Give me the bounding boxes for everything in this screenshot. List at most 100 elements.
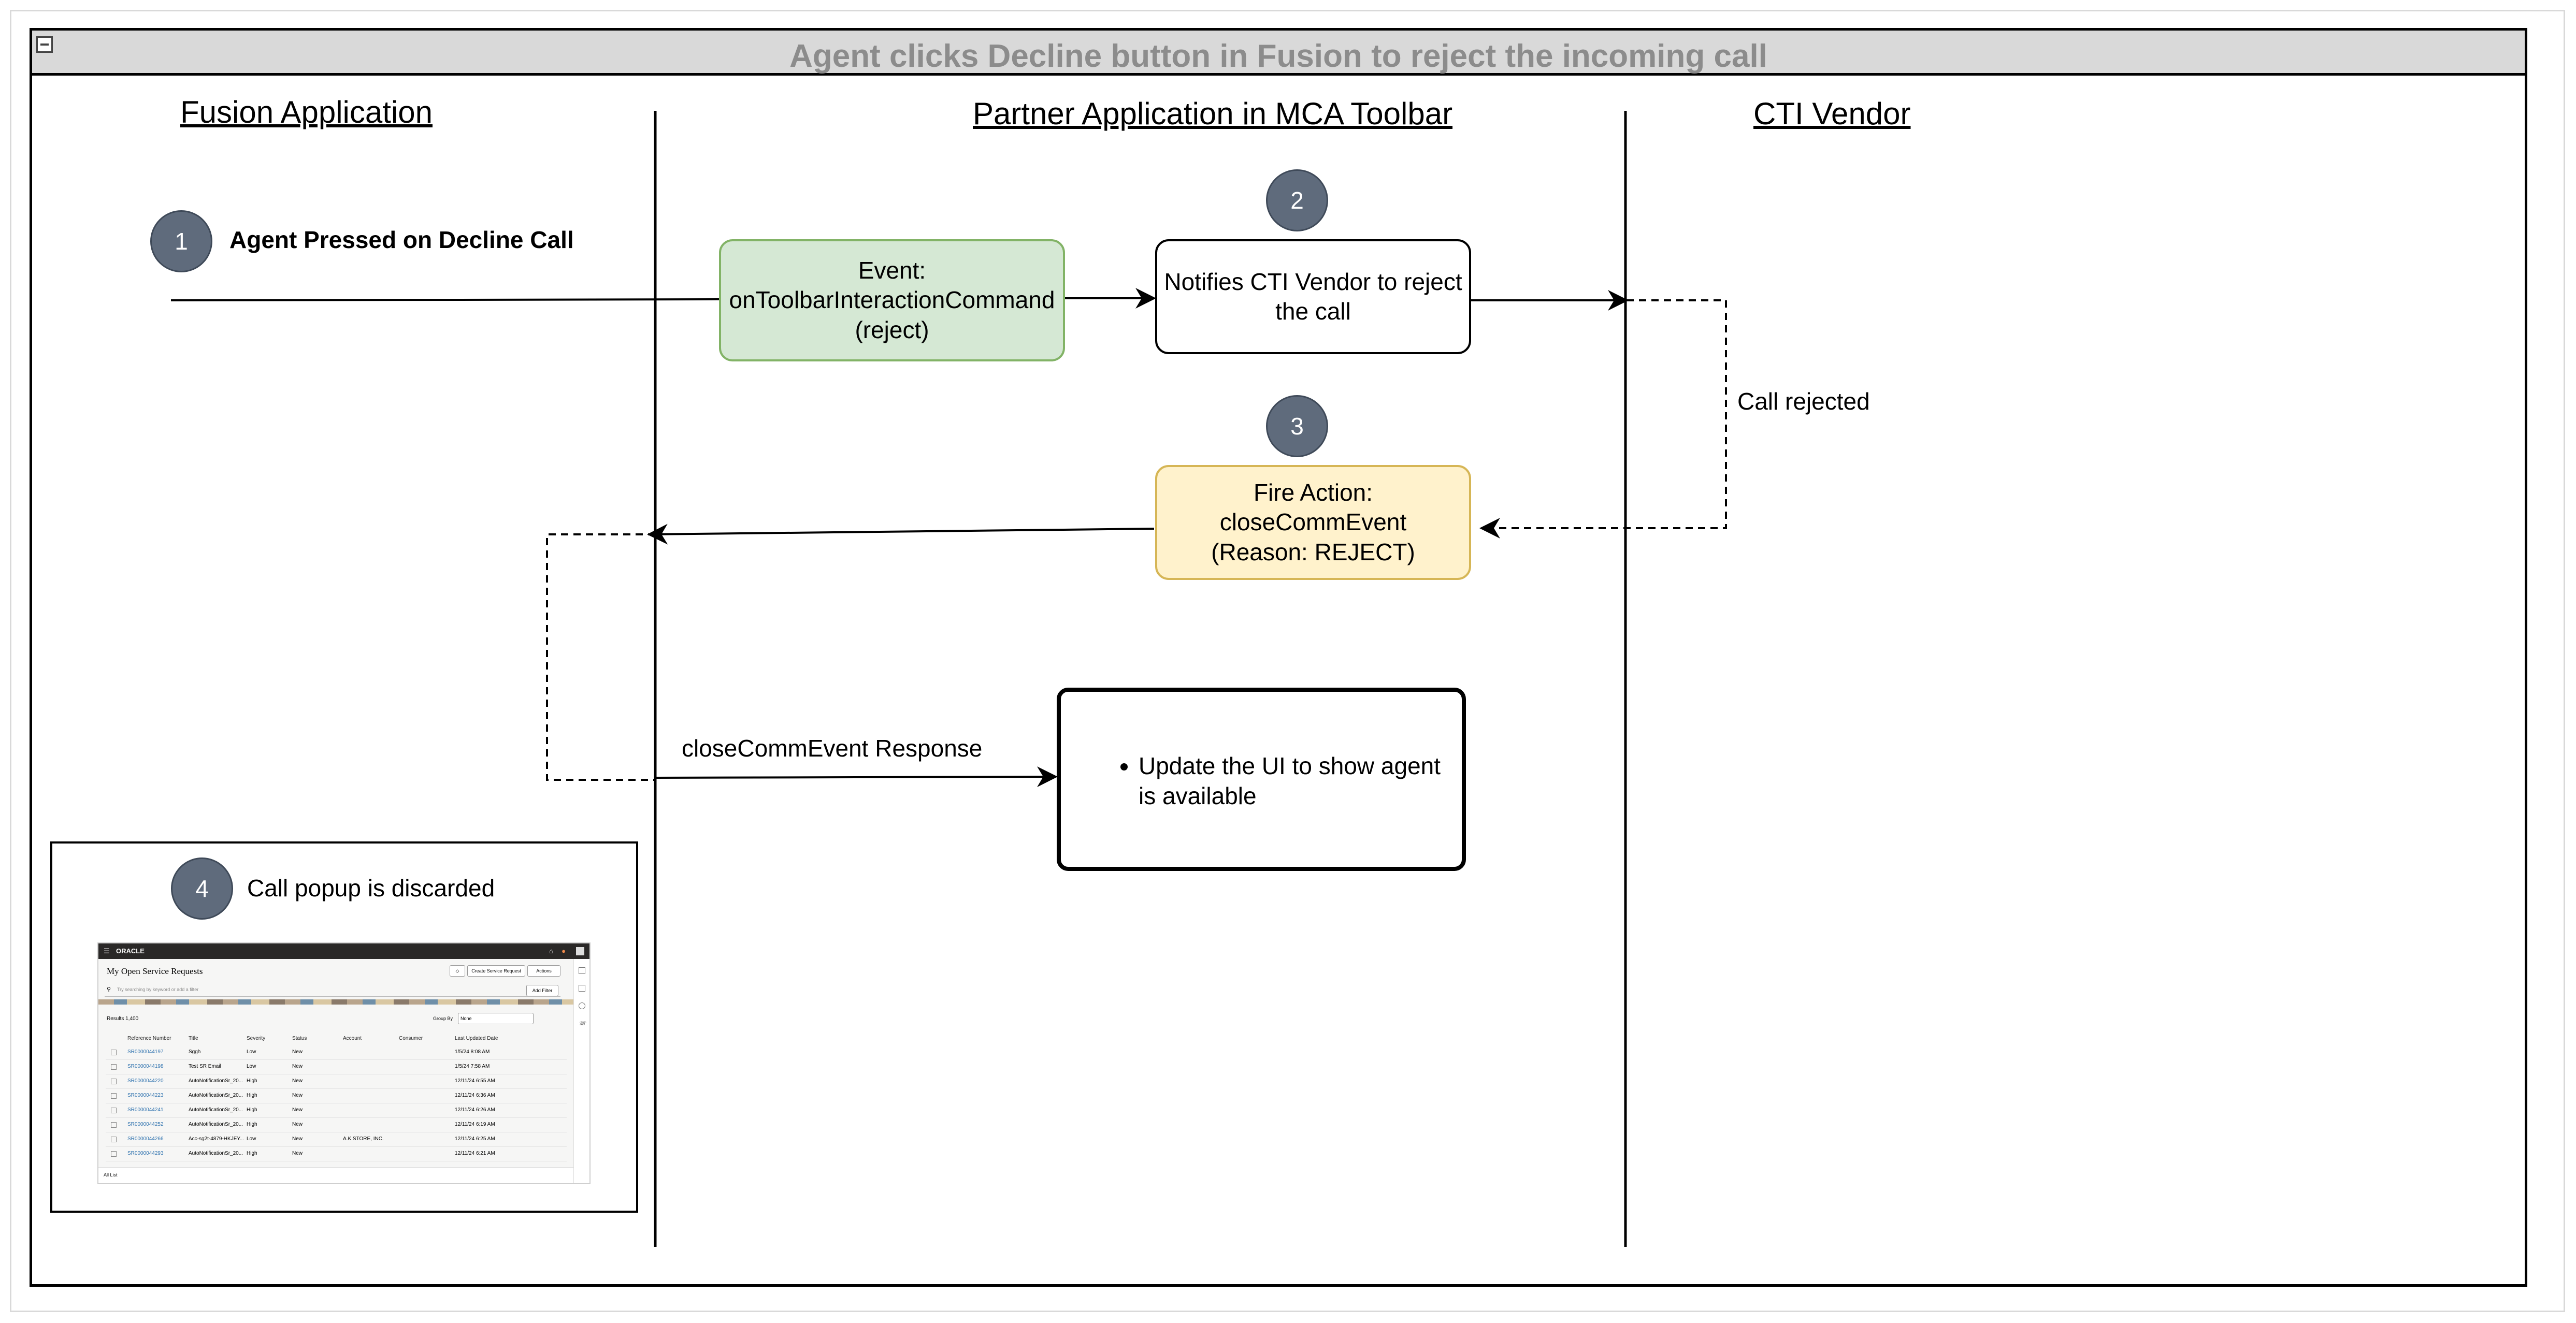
event-box-line-2: onToolbarInteractionCommand <box>729 286 1055 314</box>
screenshot-right-rail: ☏ <box>573 959 589 1183</box>
table-cell: Low <box>247 1064 256 1069</box>
column-header: Status <box>292 1036 307 1041</box>
table-cell: High <box>247 1122 257 1127</box>
table-cell: New <box>292 1136 303 1142</box>
table-cell: Test SR Email <box>189 1064 221 1069</box>
table-cell: AutoNotificationSr_20... <box>189 1107 243 1113</box>
table-cell: High <box>247 1107 257 1113</box>
row-checkbox <box>111 1137 117 1142</box>
table-cell: AutoNotificationSr_20... <box>189 1078 243 1084</box>
column-header: Title <box>189 1036 198 1041</box>
step-1-label: Agent Pressed on Decline Call <box>229 226 574 253</box>
column-header: Account <box>343 1036 362 1041</box>
notify-box: Notifies CTI Vendor to reject the call <box>1155 239 1471 354</box>
table-cell: 1/5/24 7:58 AM <box>455 1064 490 1069</box>
brand-logo: ORACLE <box>116 947 145 955</box>
column-header: Severity <box>247 1036 266 1041</box>
table-cell: SR0000044293 <box>127 1151 164 1156</box>
fire-box-line-1: Fire Action: <box>1253 478 1373 506</box>
call-rejected-label: Call rejected <box>1737 388 1870 415</box>
event-box-line-1: Event: <box>858 256 926 284</box>
row-checkbox <box>111 1079 117 1084</box>
table-cell: Low <box>247 1136 256 1142</box>
table-cell: SR0000044252 <box>127 1122 164 1127</box>
screenshot-footer: All List <box>98 1167 574 1183</box>
lane-cti-vendor: CTI Vendor <box>1753 96 1911 131</box>
row-checkbox <box>111 1151 117 1157</box>
collapse-icon[interactable] <box>36 36 53 53</box>
row-checkbox <box>111 1050 117 1055</box>
table-cell: 12/11/24 6:36 AM <box>455 1093 495 1098</box>
step-1-badge: 1 <box>150 210 212 272</box>
table-cell: SR0000044220 <box>127 1078 164 1084</box>
phone-icon: ☏ <box>579 1021 586 1027</box>
table-cell: 12/11/24 6:26 AM <box>455 1107 495 1113</box>
table-cell: AutoNotificationSr_20... <box>189 1093 243 1098</box>
lane-fusion-application: Fusion Application <box>180 95 433 129</box>
results-count: Results 1,400 <box>107 1016 139 1022</box>
search-placeholder: Try searching by keyword or add a filter <box>117 987 199 992</box>
rail-icon <box>579 1002 585 1009</box>
home-icon: ⌂ <box>549 947 553 955</box>
table-cell: A.K STORE, INC. <box>343 1136 384 1142</box>
rail-icon <box>579 967 585 974</box>
menu-icon: ☰ <box>104 947 110 955</box>
table-cell: SR0000044197 <box>127 1049 164 1055</box>
row-checkbox <box>111 1108 117 1113</box>
fire-box-line-3: (Reason: REJECT) <box>1211 538 1415 565</box>
table-row: SR0000044252 AutoNotificationSr_20... High… <box>106 1117 567 1132</box>
table-cell: New <box>292 1093 303 1098</box>
column-header: Reference Number <box>127 1036 171 1041</box>
table-cell: New <box>292 1049 303 1055</box>
step-4-badge: 4 <box>171 857 233 920</box>
table-cell: High <box>247 1093 257 1098</box>
notify-box-line-1: Notifies CTI Vendor to reject <box>1164 268 1462 295</box>
table-cell: AutoNotificationSr_20... <box>189 1122 243 1127</box>
fusion-screenshot-thumbnail: ☰ ORACLE ⌂ ● My Open Service Requests ◇ … <box>97 942 591 1184</box>
create-sr-button: Create Service Request <box>467 965 525 977</box>
table-row: SR0000044241 AutoNotificationSr_20... High… <box>106 1103 567 1118</box>
table-cell: SR0000044198 <box>127 1064 164 1069</box>
table-cell: 12/11/24 6:25 AM <box>455 1136 495 1142</box>
table-cell: SR0000044266 <box>127 1136 164 1142</box>
table-cell: 12/11/24 6:19 AM <box>455 1122 495 1127</box>
table-cell: SR0000044241 <box>127 1107 164 1113</box>
add-filter-button: Add Filter <box>526 985 558 996</box>
response-label: closeCommEvent Response <box>682 735 983 762</box>
table-cell: SR0000044223 <box>127 1093 164 1098</box>
arrow-call-rejected <box>1479 299 1727 539</box>
footer-label: All List <box>104 1172 118 1177</box>
table-cell: High <box>247 1078 257 1084</box>
lane-partner-application: Partner Application in MCA Toolbar <box>973 96 1453 131</box>
screenshot-search: ⚲ Try searching by keyword or add a filt… <box>105 984 560 997</box>
step-4-label: Call popup is discarded <box>247 875 495 902</box>
row-checkbox <box>111 1064 117 1070</box>
step-3-badge: 3 <box>1266 395 1328 457</box>
table-cell: 1/5/24 8:08 AM <box>455 1049 490 1055</box>
table-cell: High <box>247 1151 257 1156</box>
title-bar: Agent clicks Decline button in Fusion to… <box>30 28 2527 76</box>
page-border <box>10 10 2565 1312</box>
notification-icon: ● <box>562 947 566 955</box>
table-cell: Sggh <box>189 1049 201 1055</box>
fire-action-box: Fire Action: closeCommEvent (Reason: REJ… <box>1155 465 1471 580</box>
table-cell: New <box>292 1064 303 1069</box>
table-row: SR0000044198 Test SR Email Low New 1/5/24 7:… <box>106 1059 567 1074</box>
column-header: Last Updated Date <box>455 1036 498 1041</box>
actions-button: Actions <box>527 965 560 977</box>
table-cell: 12/11/24 6:21 AM <box>455 1151 495 1156</box>
search-icon: ⚲ <box>107 986 111 993</box>
column-header: Consumer <box>399 1036 423 1041</box>
row-checkbox <box>111 1122 117 1128</box>
table-cell: New <box>292 1151 303 1156</box>
screenshot-heading: My Open Service Requests <box>107 966 203 976</box>
table-cell: New <box>292 1122 303 1127</box>
arrow-response-to-update <box>655 766 1058 788</box>
arrow-dashed-loop <box>546 533 655 781</box>
diagram-title: Agent clicks Decline button in Fusion to… <box>789 38 1767 74</box>
screenshot-top-bar: ☰ ORACLE ⌂ ● <box>98 943 589 959</box>
